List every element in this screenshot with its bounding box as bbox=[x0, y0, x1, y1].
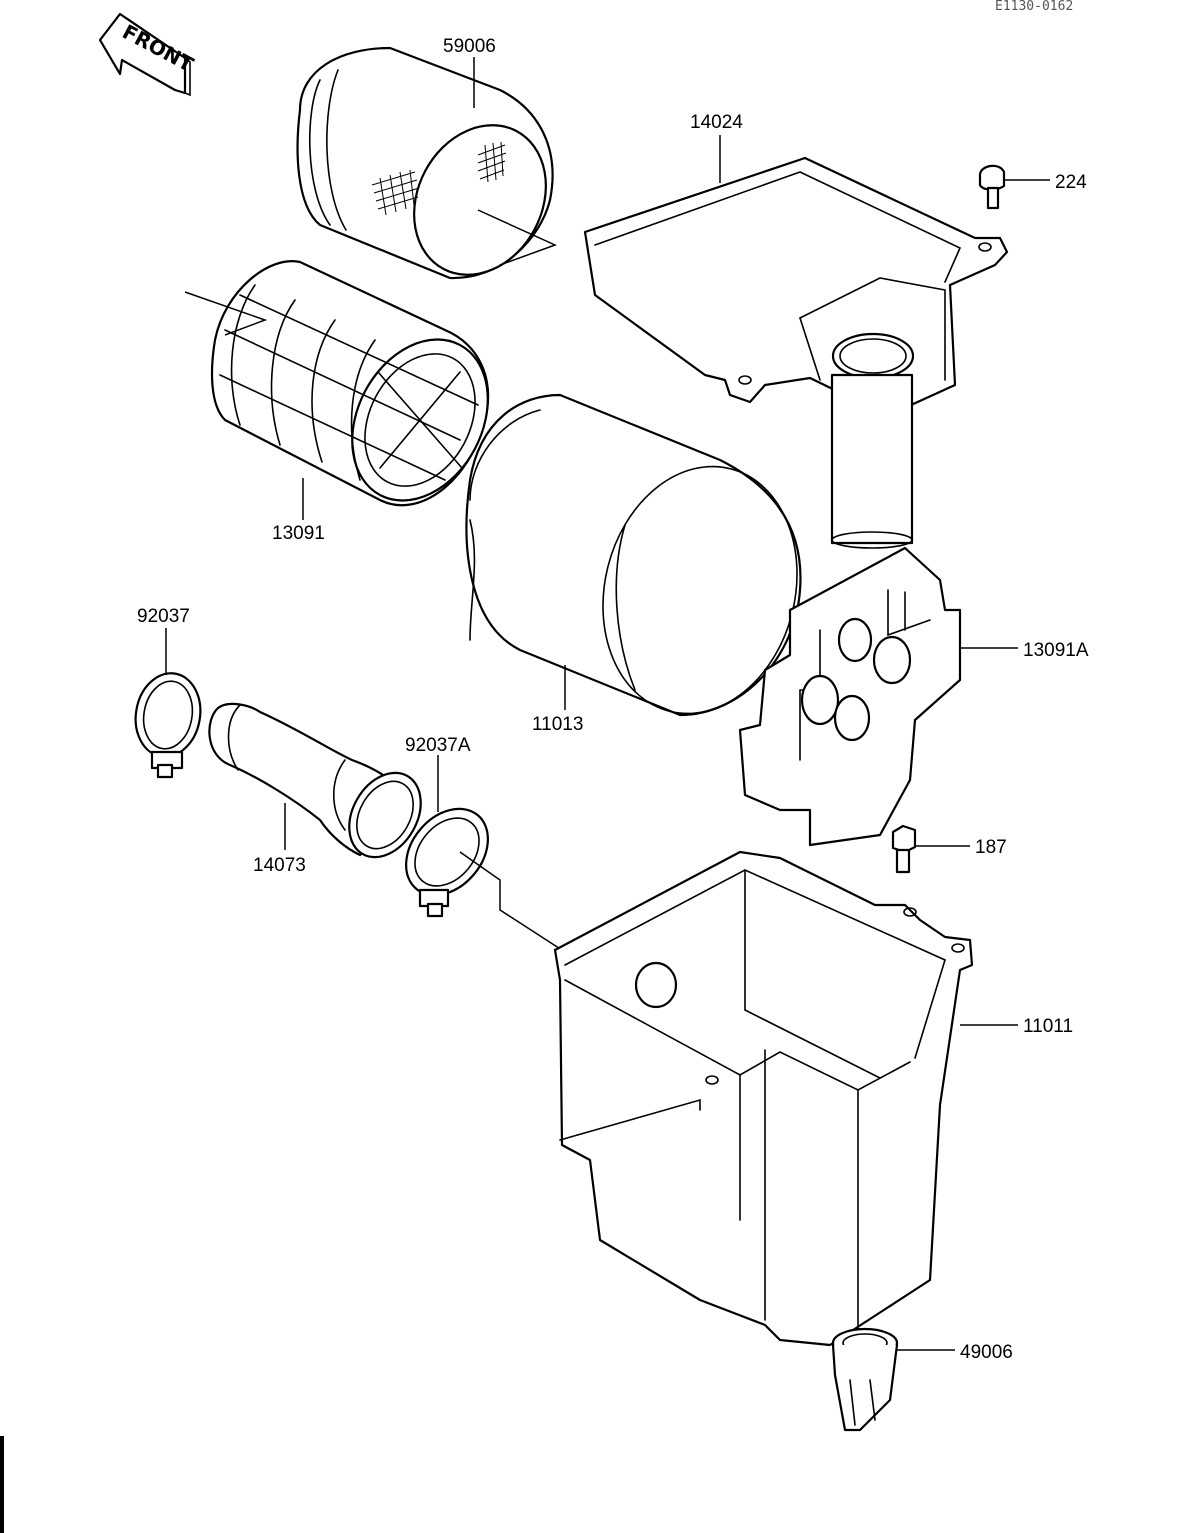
part-label-187[interactable]: 187 bbox=[975, 837, 1007, 858]
screw-icon bbox=[978, 164, 1050, 210]
clamp-icon bbox=[405, 755, 566, 953]
cage-icon bbox=[184, 260, 490, 520]
filter-element-icon bbox=[465, 393, 802, 717]
scan-edge bbox=[0, 1436, 4, 1533]
bolt-icon bbox=[891, 824, 970, 874]
part-label-92037A[interactable]: 92037A bbox=[405, 735, 471, 756]
part-label-11013[interactable]: 11013 bbox=[532, 714, 583, 735]
part-label-13091[interactable]: 13091 bbox=[272, 523, 325, 544]
filter-screen-icon bbox=[296, 46, 557, 280]
part-label-11011[interactable]: 11011 bbox=[1023, 1016, 1073, 1037]
drawing-code: E1130-0162 bbox=[995, 0, 1073, 14]
housing-icon bbox=[553, 850, 1018, 1347]
part-label-224[interactable]: 224 bbox=[1055, 172, 1087, 193]
mesh-hatch bbox=[371, 141, 507, 216]
clamp-icon bbox=[134, 628, 202, 779]
drain-cap-icon bbox=[831, 1327, 955, 1432]
duct-icon bbox=[208, 702, 422, 859]
part-label-49006[interactable]: 49006 bbox=[960, 1342, 1013, 1363]
part-label-92037[interactable]: 92037 bbox=[137, 606, 190, 627]
front-arrow-icon: FRONT bbox=[98, 12, 198, 97]
part-label-13091A[interactable]: 13091A bbox=[1023, 640, 1089, 661]
cover-plate-icon bbox=[583, 135, 1009, 549]
part-label-14024[interactable]: 14024 bbox=[690, 112, 743, 133]
plate-icon bbox=[738, 546, 1018, 847]
part-label-59006[interactable]: 59006 bbox=[443, 36, 496, 57]
part-label-14073[interactable]: 14073 bbox=[253, 855, 306, 876]
